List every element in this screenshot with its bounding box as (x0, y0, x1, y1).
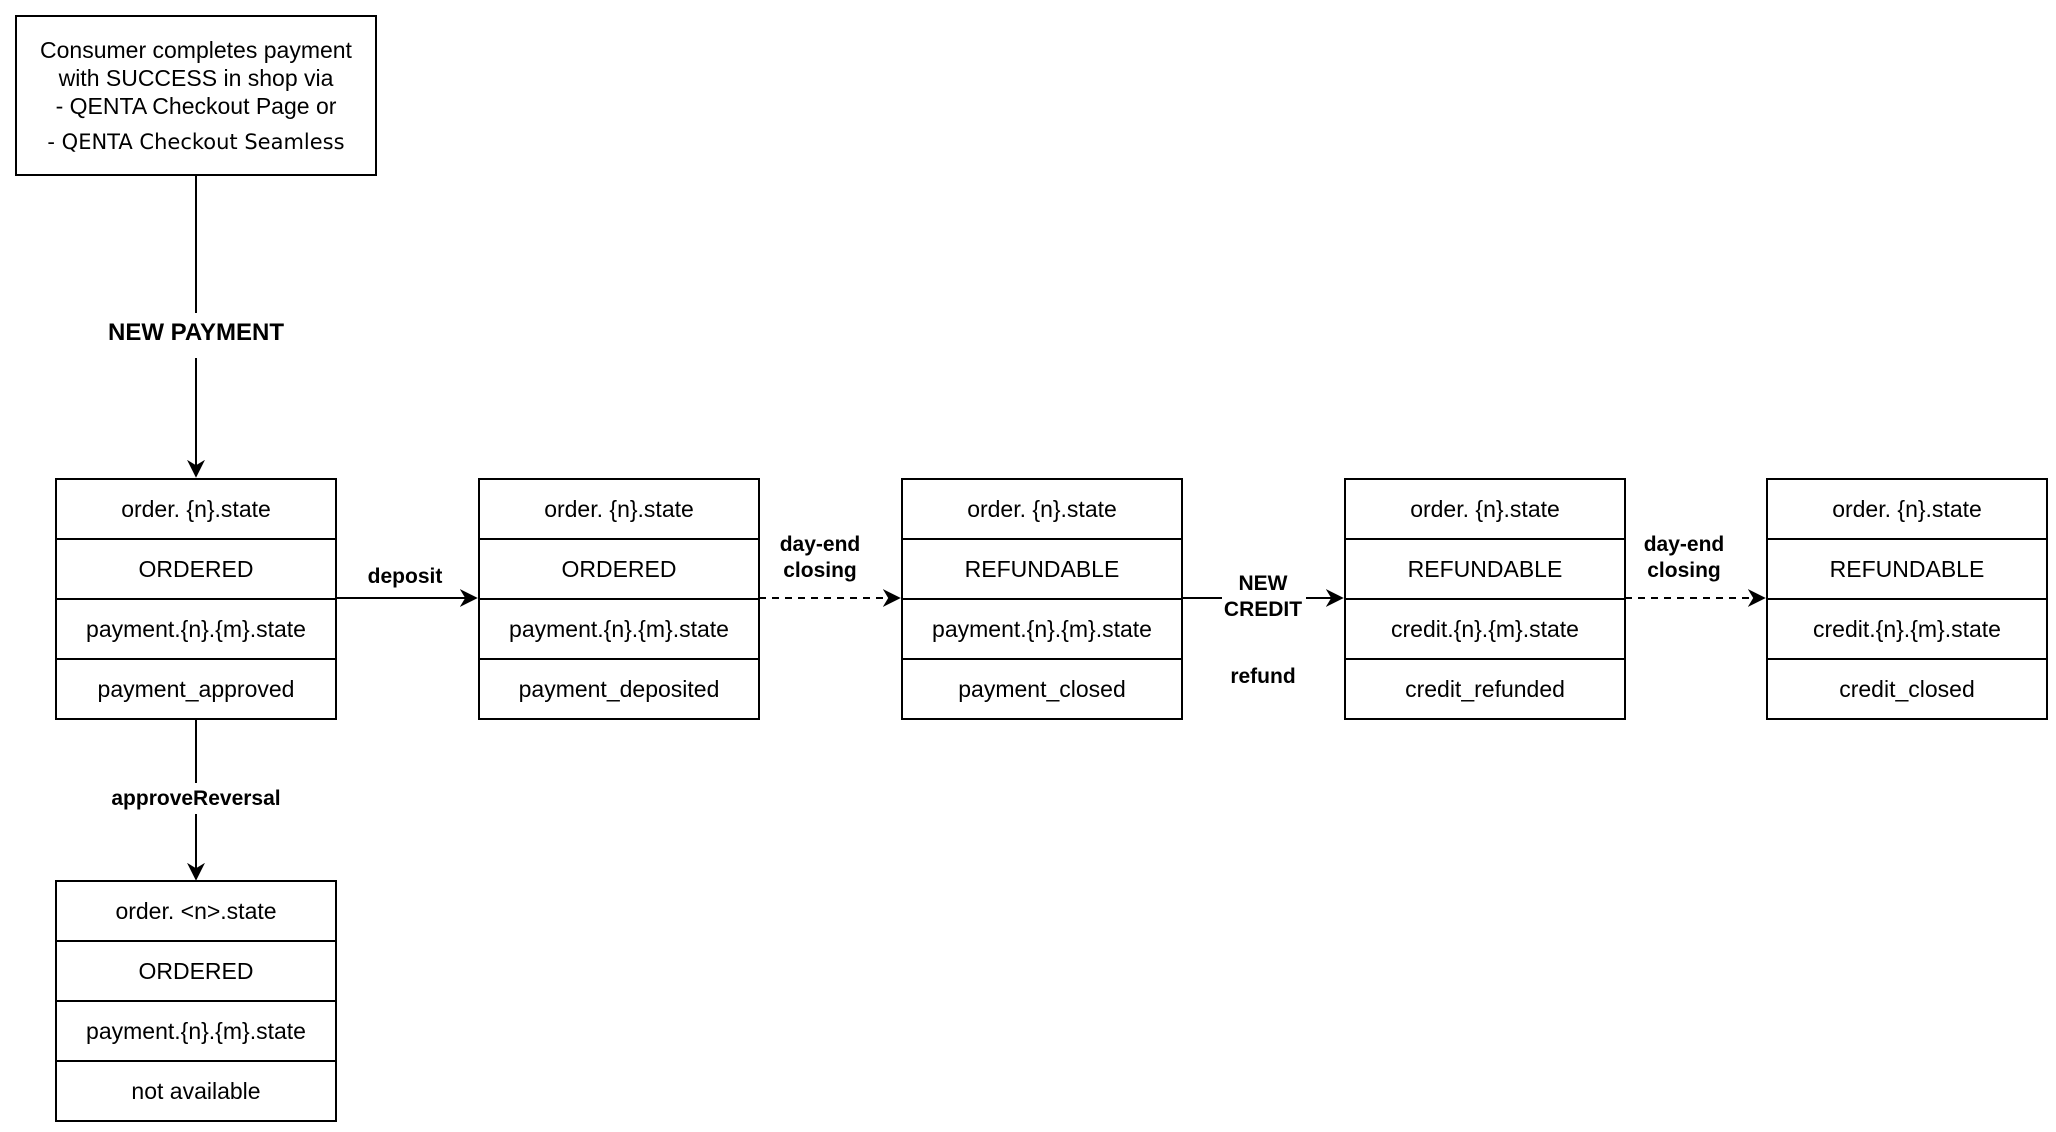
order-state-value: REFUNDABLE (903, 538, 1181, 598)
order-state-value: ORDERED (57, 940, 335, 1000)
label-day-end-closing-2-line1: day-end (1643, 533, 1725, 556)
state-node-credit-closed: order. {n}.state REFUNDABLE credit.{n}.{… (1766, 478, 2048, 720)
credit-state-label: credit.{n}.{m}.state (1768, 598, 2046, 658)
payment-state-label: payment.{n}.{m}.state (57, 1000, 335, 1060)
start-line-1: Consumer completes payment (40, 36, 352, 63)
label-day-end-closing-1-line2: closing (783, 559, 857, 582)
order-state-label: order. {n}.state (121, 495, 271, 522)
payment-state-label: payment.{n}.{m}.state (480, 598, 758, 658)
payment-state-value: payment_approved (57, 658, 335, 718)
label-approve-reversal: approveReversal (111, 787, 281, 810)
payment-state-value: payment_deposited (480, 658, 758, 718)
payment-state-value: payment_closed (903, 658, 1181, 718)
state-node-not-available: order. <n>.state ORDERED payment.{n}.{m}… (55, 880, 337, 1122)
order-state-label: order. {n}.state (967, 495, 1117, 522)
order-state-label: order. {n}.state (1832, 495, 1982, 522)
label-refund: refund (1230, 665, 1296, 688)
order-state-label: order. {n}.state (1410, 495, 1560, 522)
order-state-value: ORDERED (57, 538, 335, 598)
state-node-payment-deposited: order. {n}.state ORDERED payment.{n}.{m}… (478, 478, 760, 720)
state-node-payment-approved: order. {n}.state ORDERED payment.{n}.{m}… (55, 478, 337, 720)
credit-state-value: credit_closed (1768, 658, 2046, 718)
label-new-credit: NEW CREDIT (1204, 571, 1322, 623)
payment-state-label: payment.{n}.{m}.state (903, 598, 1181, 658)
payment-state-label: payment.{n}.{m}.state (57, 598, 335, 658)
label-day-end-closing-1-line1: day-end (779, 533, 861, 556)
credit-state-label: credit.{n}.{m}.state (1346, 598, 1624, 658)
order-state-value: REFUNDABLE (1768, 538, 2046, 598)
payment-state-value: not available (57, 1060, 335, 1120)
label-day-end-closing-1: day-end closing (760, 532, 880, 584)
state-node-credit-refunded: order. {n}.state REFUNDABLE credit.{n}.{… (1344, 478, 1626, 720)
label-day-end-closing-2: day-end closing (1624, 532, 1744, 584)
label-deposit: deposit (367, 565, 443, 588)
label-new-payment: NEW PAYMENT (107, 319, 284, 346)
credit-state-value: credit_refunded (1346, 658, 1624, 718)
state-node-payment-closed: order. {n}.state REFUNDABLE payment.{n}.… (901, 478, 1183, 720)
start-line-3: - QENTA Checkout Page or (55, 92, 337, 119)
label-new-credit-line1: NEW (1238, 572, 1288, 595)
start-node: Consumer completes payment with SUCCESS … (15, 15, 377, 176)
order-state-label: order. {n}.state (544, 495, 694, 522)
order-state-label: order. <n>.state (115, 897, 277, 924)
label-new-credit-line2: CREDIT (1223, 598, 1303, 621)
start-line-2: with SUCCESS in shop via (58, 64, 334, 91)
start-line-4: - QENTA Checkout Seamless (47, 129, 345, 154)
order-state-value: ORDERED (480, 538, 758, 598)
label-day-end-closing-2-line2: closing (1647, 559, 1721, 582)
order-state-value: REFUNDABLE (1346, 538, 1624, 598)
